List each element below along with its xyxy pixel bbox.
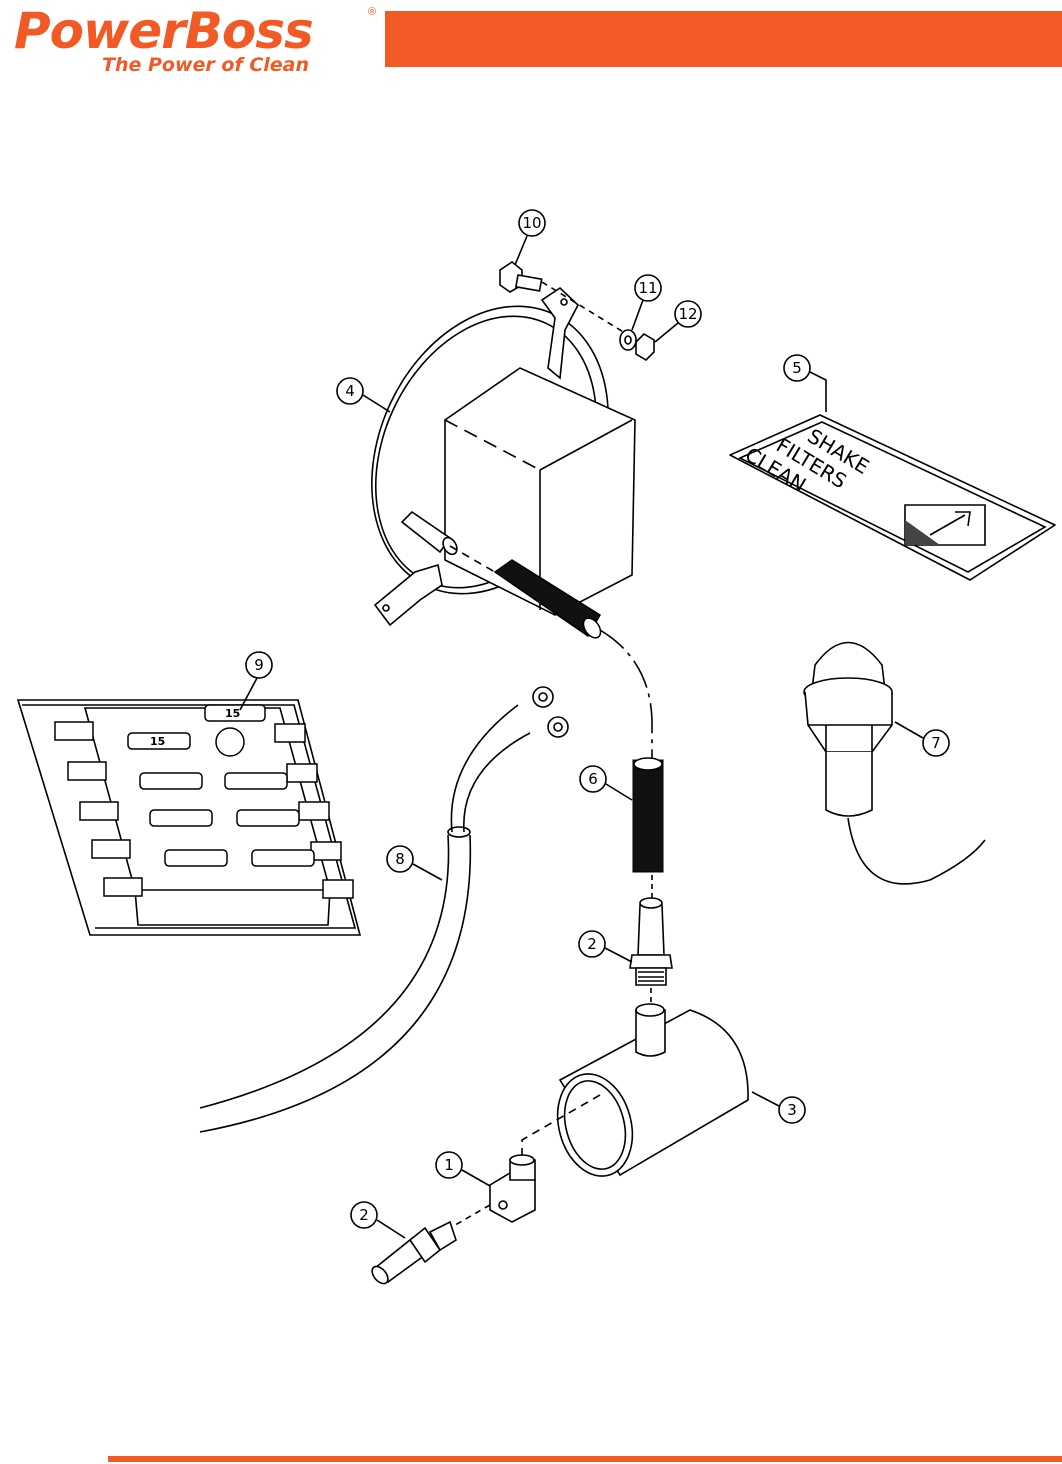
callout-2-lower: 2 bbox=[350, 1201, 406, 1239]
svg-text:12: 12 bbox=[678, 305, 697, 323]
part-2-barb-fitting-upper bbox=[629, 897, 673, 1008]
callout-1: 1 bbox=[435, 1151, 491, 1187]
svg-text:1: 1 bbox=[444, 1156, 454, 1174]
part-12-nut bbox=[635, 332, 655, 362]
logo-tagline: The Power of Clean bbox=[102, 54, 310, 76]
callout-10: 10 bbox=[514, 209, 546, 266]
powerboss-logo: PowerBoss ® The Power of Clean bbox=[12, 2, 382, 76]
svg-text:2: 2 bbox=[359, 1206, 369, 1224]
part-6-hose bbox=[632, 757, 664, 898]
callout-3: 3 bbox=[751, 1091, 806, 1124]
svg-text:5: 5 bbox=[792, 359, 802, 377]
svg-text:9: 9 bbox=[254, 656, 264, 674]
part-8-wire-harness bbox=[199, 686, 569, 1133]
svg-text:8: 8 bbox=[395, 850, 405, 868]
part-5-decal: SHAKE FILTERS CLEAN bbox=[729, 414, 1056, 581]
callout-4: 4 bbox=[336, 377, 391, 413]
part-7-indicator-lamp bbox=[803, 641, 986, 885]
callout-8: 8 bbox=[386, 845, 443, 881]
hose-upper bbox=[449, 545, 653, 760]
callout-9: 9 bbox=[239, 651, 273, 711]
callout-2-upper: 2 bbox=[578, 930, 633, 963]
svg-text:3: 3 bbox=[787, 1101, 797, 1119]
footer-bar bbox=[108, 1456, 1062, 1462]
logo-wordmark: PowerBoss bbox=[14, 2, 314, 60]
header-bar bbox=[385, 11, 1062, 67]
svg-text:11: 11 bbox=[638, 279, 657, 297]
registered-mark: ® bbox=[368, 6, 377, 18]
callout-12: 12 bbox=[654, 300, 702, 343]
svg-text:6: 6 bbox=[588, 770, 598, 788]
part-4-vacuum-switch bbox=[371, 286, 636, 627]
part-10-screw bbox=[499, 261, 631, 337]
fuse-label-top: 15 bbox=[225, 707, 240, 720]
part-2-barb-fitting-lower bbox=[371, 1220, 457, 1285]
callout-7: 7 bbox=[894, 721, 950, 757]
callout-11: 11 bbox=[631, 274, 662, 331]
part-1-elbow-fitting bbox=[449, 1154, 536, 1229]
svg-text:4: 4 bbox=[345, 382, 355, 400]
callout-6: 6 bbox=[579, 765, 633, 801]
part-11-washer bbox=[619, 329, 637, 351]
svg-text:10: 10 bbox=[522, 214, 541, 232]
part-9-fuse-block: 15 15 bbox=[16, 699, 362, 936]
callout-5: 5 bbox=[783, 354, 827, 412]
svg-text:2: 2 bbox=[587, 935, 597, 953]
part-3-tube-tee bbox=[521, 1003, 749, 1177]
fuse-label-left: 15 bbox=[150, 735, 165, 748]
svg-text:7: 7 bbox=[931, 734, 941, 752]
